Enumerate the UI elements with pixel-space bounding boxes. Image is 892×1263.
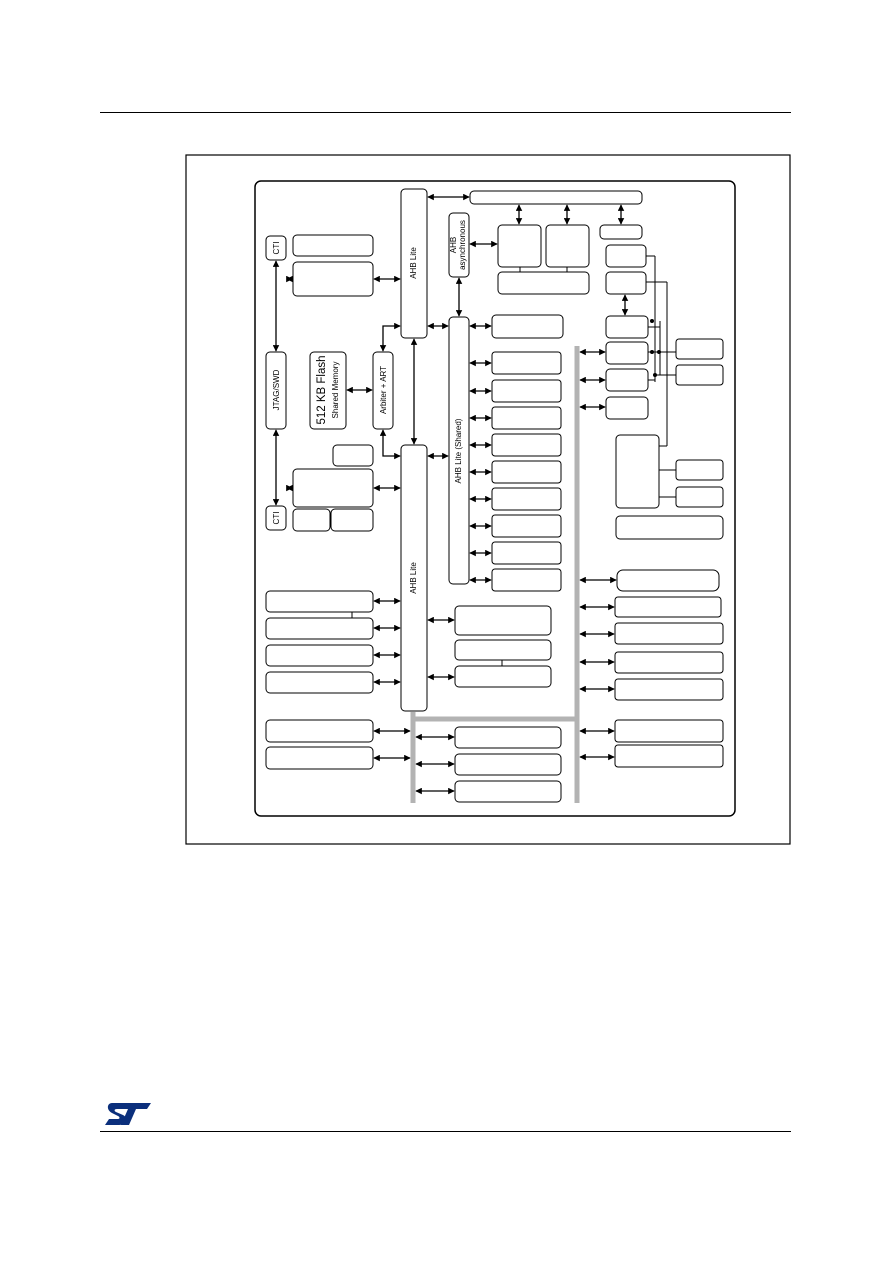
flash-box — [309, 351, 347, 430]
arbiter-box — [372, 351, 394, 430]
jtag-swd-box — [265, 351, 287, 430]
flash-label: 512 KB Flash — [316, 355, 328, 424]
footer-rule — [100, 1131, 791, 1132]
chip-boundary — [254, 180, 736, 817]
apb-bus — [410, 346, 580, 803]
ahb-lite-top-label: AHB Lite — [409, 247, 418, 279]
ahb-lite-bottom-label: AHB Lite — [409, 562, 418, 594]
cti-top-box — [265, 235, 287, 261]
thin-connectors — [351, 255, 676, 666]
st-logo-icon — [105, 1103, 151, 1125]
ahb-lite-bottom-bus — [400, 444, 428, 712]
ahb-async-label-2: asynchronous — [458, 220, 467, 270]
right-blocks — [605, 315, 724, 768]
arbiter-label: Arbiter + ART — [379, 366, 388, 414]
shared-bus-blocks — [491, 351, 562, 592]
ahb-lite-top-bus — [400, 188, 428, 339]
shared-memory-label: Shared Memory — [331, 362, 340, 419]
ahb-async-bridge — [448, 212, 470, 278]
ahb-lite-shared-label: AHB Lite (Shared) — [454, 418, 463, 483]
arbiter-elbows — [379, 322, 401, 460]
junction-dots — [650, 319, 661, 377]
figure-frame — [185, 154, 791, 845]
bus-arrows — [272, 193, 629, 795]
cti-bottom-label: CTI — [272, 512, 281, 525]
header-rule — [100, 112, 791, 113]
ahb-lite-shared-bus — [448, 316, 470, 585]
jtag-swd-label: JTAG/SWD — [272, 369, 281, 410]
top-right-blocks — [469, 190, 647, 339]
cti-top-label: CTI — [272, 242, 281, 255]
centre-blocks — [454, 605, 562, 803]
left-blocks — [265, 234, 374, 770]
ahb-async-label-1: AHB — [449, 237, 458, 253]
cti-bottom-box — [265, 505, 287, 531]
